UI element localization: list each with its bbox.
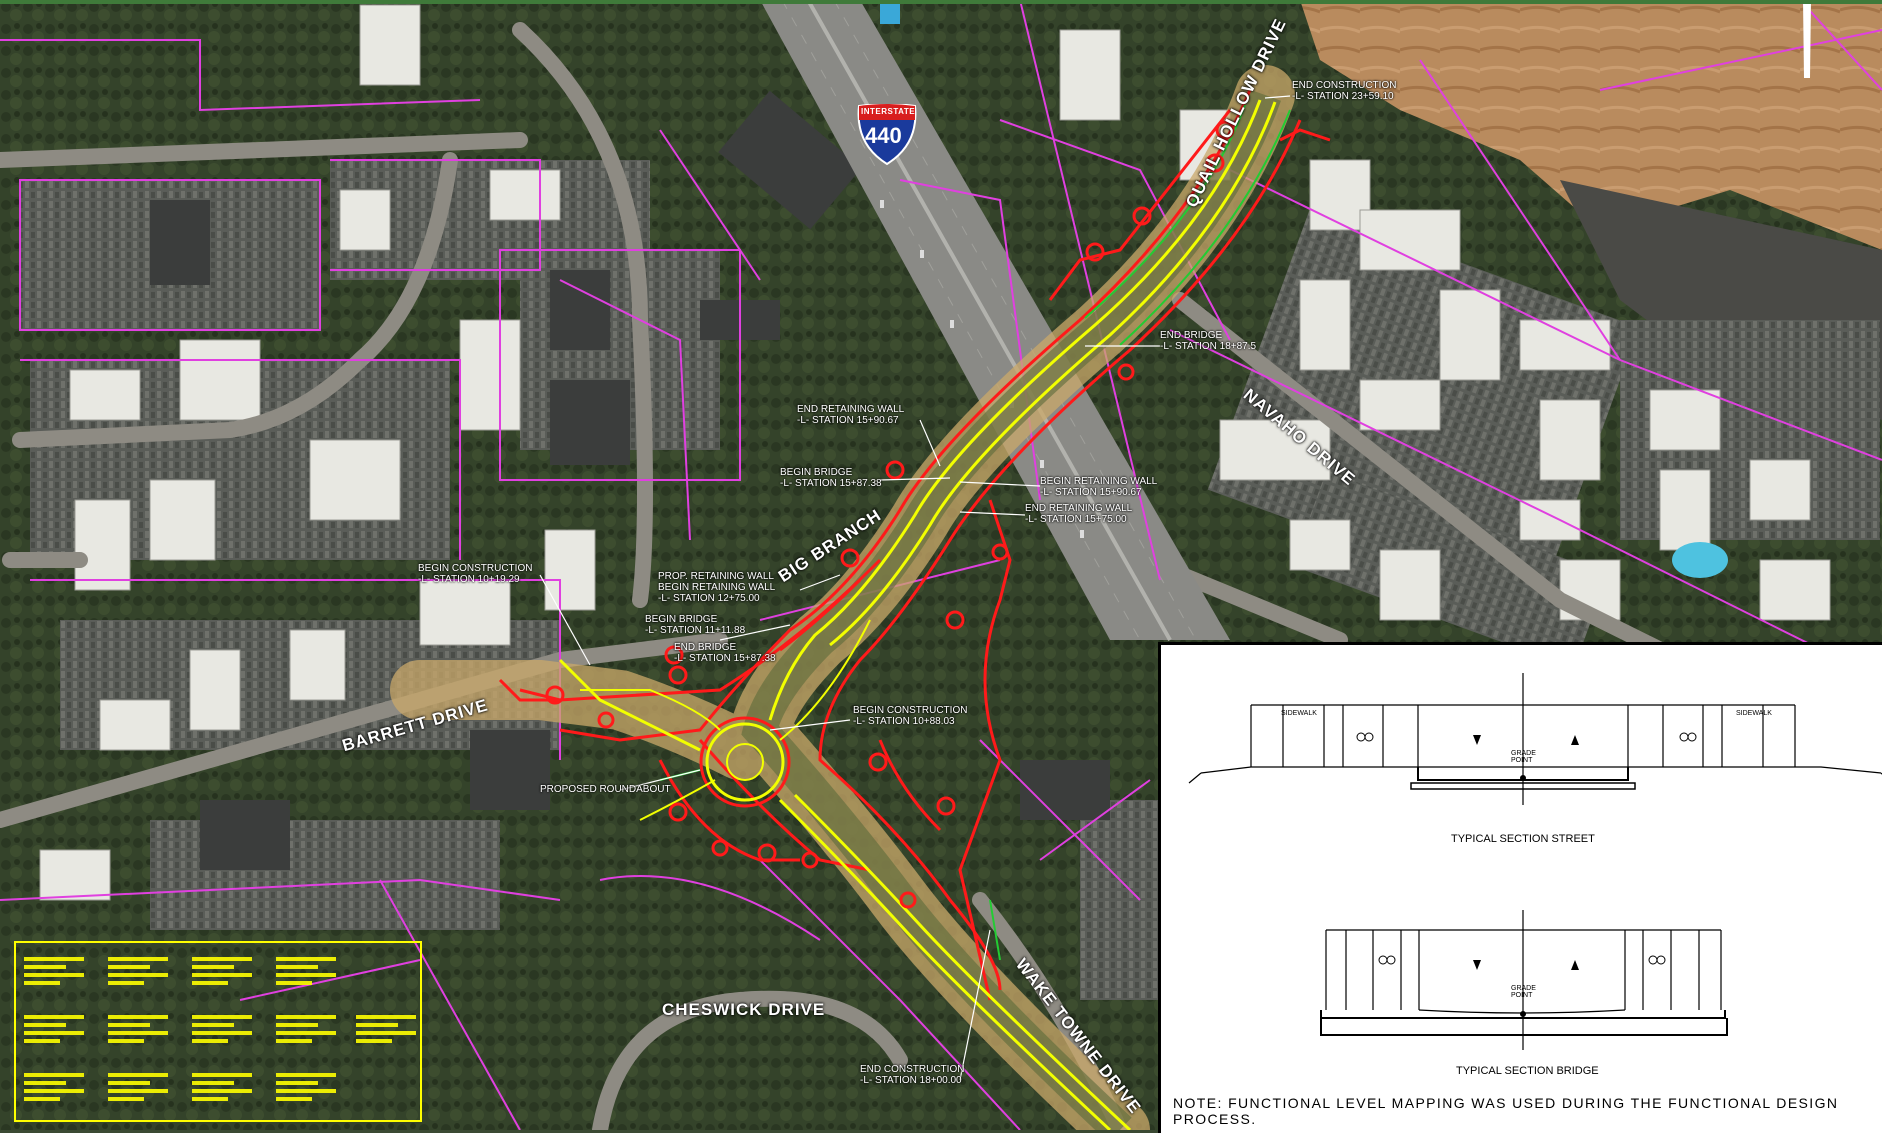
typical-section-street-title: TYPICAL SECTION STREET xyxy=(1451,833,1595,845)
pool xyxy=(1672,542,1728,578)
svg-text:POINT: POINT xyxy=(1511,757,1533,764)
typical-section-bridge-title: TYPICAL SECTION BRIDGE xyxy=(1456,1065,1599,1077)
callout-begin-bridge: BEGIN BRIDGE-L- STATION 15+87.38 xyxy=(780,467,882,489)
callout-end-bridge-top: END BRIDGE-L- STATION 18+87.5 xyxy=(1160,330,1257,352)
callout-begin-construction-right: BEGIN CONSTRUCTION-L- STATION 10+88.03 xyxy=(853,705,968,727)
svg-text:GRADE: GRADE xyxy=(1511,985,1536,992)
design-centerlines xyxy=(558,99,1277,1130)
functional-design-note: NOTE: FUNCTIONAL LEVEL MAPPING WAS USED … xyxy=(1173,1095,1839,1127)
design-edges xyxy=(498,89,1331,1001)
callout-end-retaining-wall-right: END RETAINING WALL-L- STATION 15+75.00 xyxy=(1025,503,1133,525)
callout-end-construction-top: END CONSTRUCTION-L- STATION 23+59.10 xyxy=(1292,80,1397,102)
callout-end-bridge-2: END BRIDGE-L- STATION 15+87.38 xyxy=(674,642,776,664)
callout-proposed-roundabout: PROPOSED ROUNDABOUT xyxy=(540,784,671,795)
top-border xyxy=(0,0,1882,4)
shield-number: 440 xyxy=(865,123,902,148)
tree-removal-markers xyxy=(545,120,1235,909)
svg-text:SIDEWALK: SIDEWALK xyxy=(1281,710,1317,717)
callout-begin-bridge-2: BEGIN BRIDGE-L- STATION 11+11.88 xyxy=(645,614,746,636)
typical-section-street-drawing: SIDEWALK SIDEWALK GRADE POINT xyxy=(1188,673,1882,805)
typical-sections-panel: SIDEWALK SIDEWALK GRADE POINT TYPICAL SE… xyxy=(1158,642,1882,1133)
svg-text:POINT: POINT xyxy=(1511,992,1533,999)
pool xyxy=(880,0,900,24)
svg-text:SIDEWALK: SIDEWALK xyxy=(1736,710,1772,717)
interstate-440-shield xyxy=(857,104,917,166)
typical-section-bridge-drawing: GRADE POINT xyxy=(1320,910,1728,1050)
svg-text:GRADE: GRADE xyxy=(1511,750,1536,757)
shield-label: INTERSTATE xyxy=(861,107,916,116)
north-arrow xyxy=(1803,0,1811,78)
callout-begin-construction-left: BEGIN CONSTRUCTION-L- STATION 10+19.29 xyxy=(418,563,533,585)
property-legend xyxy=(14,941,422,1122)
roundabout xyxy=(580,619,871,821)
buildings xyxy=(39,4,1831,901)
callout-end-retaining-wall: END RETAINING WALL-L- STATION 15+90.67 xyxy=(797,404,905,426)
construction-site xyxy=(1300,0,1882,250)
callout-end-construction-bottom: END CONSTRUCTION-L- STATION 18+00.00 xyxy=(860,1064,965,1086)
callout-begin-retaining-wall-right: BEGIN RETAINING WALL-L- STATION 15+90.67 xyxy=(1040,476,1158,498)
callout-leaders xyxy=(539,95,1291,1081)
road-label-cheswick: CHESWICK DRIVE xyxy=(662,1000,826,1019)
